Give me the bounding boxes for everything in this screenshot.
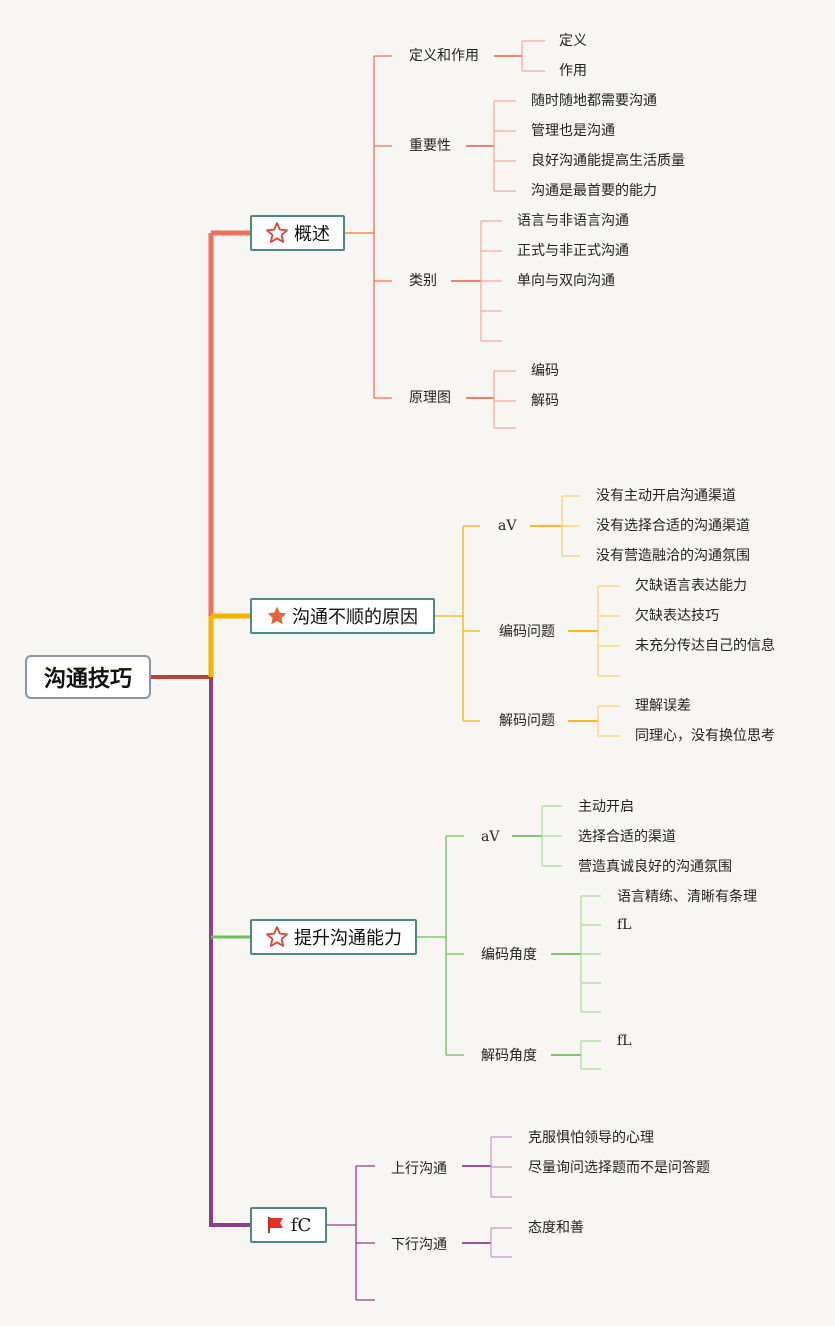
leaf-node[interactable]: fL xyxy=(617,1033,632,1049)
leaf-node[interactable]: 理解误差 xyxy=(635,698,691,714)
branch-label: fC xyxy=(290,1214,312,1236)
leaf-node[interactable]: 定义 xyxy=(559,33,587,49)
node-decoding-angle[interactable]: 解码角度 xyxy=(481,1048,537,1064)
leaf-node[interactable]: 选择合适的渠道 xyxy=(578,829,676,845)
leaf-node[interactable]: 管理也是沟通 xyxy=(531,123,615,139)
node-definition[interactable]: 定义和作用 xyxy=(409,48,479,64)
leaf-node[interactable]: 语言与非语言沟通 xyxy=(517,213,629,229)
leaf-node[interactable]: 未充分传达自己的信息 xyxy=(635,638,775,654)
branch-label: 提升沟通能力 xyxy=(294,928,402,949)
root-node[interactable]: 沟通技巧 xyxy=(25,655,151,699)
leaf-node[interactable]: 语言精练、清晰有条理 xyxy=(617,889,757,905)
leaf-node[interactable]: 欠缺表达技巧 xyxy=(635,608,719,624)
node-encoding-angle[interactable]: 编码角度 xyxy=(481,947,537,963)
leaf-node[interactable]: 没有选择合适的沟通渠道 xyxy=(596,518,750,534)
leaf-node[interactable]: 克服惧怕领导的心理 xyxy=(528,1130,654,1146)
leaf-node[interactable]: 态度和善 xyxy=(528,1220,584,1236)
branch-label: 沟通不顺的原因 xyxy=(292,607,418,628)
leaf-node[interactable]: 单向与双向沟通 xyxy=(517,273,615,289)
leaf-node[interactable]: 没有主动开启沟通渠道 xyxy=(596,488,736,504)
node-decoding-problem[interactable]: 解码问题 xyxy=(499,713,555,729)
star-outline-icon xyxy=(265,925,289,949)
node-av[interactable]: aV xyxy=(481,829,500,845)
node-av[interactable]: aV xyxy=(498,518,517,534)
node-upward[interactable]: 上行沟通 xyxy=(391,1161,447,1177)
leaf-node[interactable]: 良好沟通能提高生活质量 xyxy=(531,153,685,169)
branch-overview[interactable]: 概述 xyxy=(250,215,345,251)
node-diagram[interactable]: 原理图 xyxy=(409,390,451,406)
leaf-node[interactable]: 尽量询问选择题而不是问答题 xyxy=(528,1160,710,1176)
node-encoding-problem[interactable]: 编码问题 xyxy=(499,624,555,640)
leaf-node[interactable]: 正式与非正式沟通 xyxy=(517,243,629,259)
branch-improve[interactable]: 提升沟通能力 xyxy=(250,919,417,955)
node-importance[interactable]: 重要性 xyxy=(409,138,451,154)
branch-flow[interactable]: fC xyxy=(250,1207,327,1243)
leaf-node[interactable]: 沟通是最首要的能力 xyxy=(531,183,657,199)
flag-icon xyxy=(266,1215,286,1235)
root-label: 沟通技巧 xyxy=(43,667,132,692)
leaf-node[interactable]: 主动开启 xyxy=(578,799,634,815)
star-filled-icon xyxy=(267,606,287,626)
node-category[interactable]: 类别 xyxy=(409,273,437,289)
star-outline-icon xyxy=(265,221,289,245)
node-downward[interactable]: 下行沟通 xyxy=(391,1237,447,1253)
branch-causes[interactable]: 沟通不顺的原因 xyxy=(250,598,435,634)
branch-label: 概述 xyxy=(294,224,330,245)
leaf-node[interactable]: 解码 xyxy=(531,393,559,409)
leaf-node[interactable]: 没有营造融洽的沟通氛围 xyxy=(596,548,750,564)
leaf-node[interactable]: 营造真诚良好的沟通氛围 xyxy=(578,859,732,875)
leaf-node[interactable]: 同理心，没有换位思考 xyxy=(635,728,775,744)
leaf-node[interactable]: fL xyxy=(617,917,632,933)
leaf-node[interactable]: 作用 xyxy=(559,63,587,79)
leaf-node[interactable]: 编码 xyxy=(531,363,559,379)
leaf-node[interactable]: 随时随地都需要沟通 xyxy=(531,93,657,109)
leaf-node[interactable]: 欠缺语言表达能力 xyxy=(635,578,747,594)
